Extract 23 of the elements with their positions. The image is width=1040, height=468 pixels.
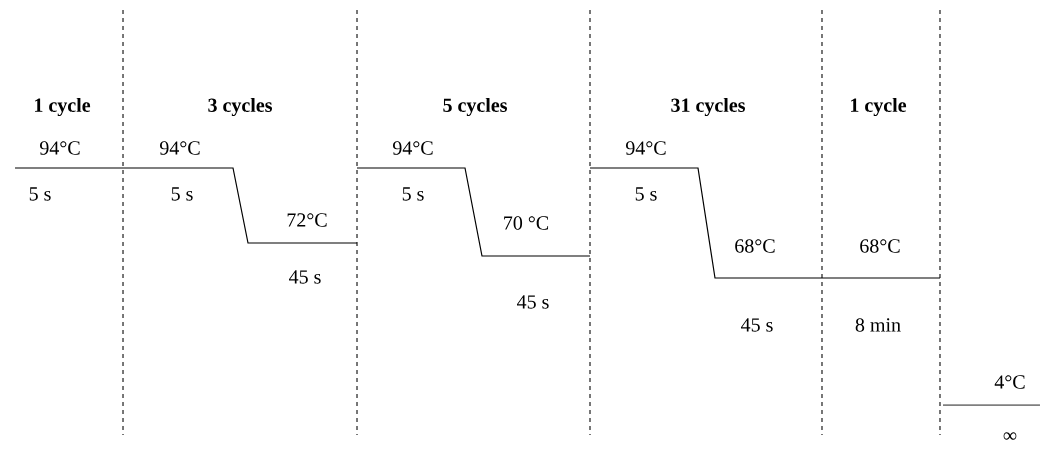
duration-label: 45 s bbox=[289, 270, 321, 284]
cycle-count: 31 cycles bbox=[671, 97, 745, 117]
duration-label: 5 s bbox=[402, 187, 424, 201]
duration-label: ∞ bbox=[1003, 432, 1017, 440]
duration-label: 5 s bbox=[635, 187, 657, 201]
duration-label: 5 s bbox=[29, 187, 51, 201]
duration-label: 8 min bbox=[855, 318, 901, 332]
temperature-label: 72°C bbox=[287, 213, 327, 227]
cycle-count: 1 cycle bbox=[851, 97, 907, 117]
temperature-label: 70 °C bbox=[504, 216, 549, 230]
temperature-label: 94°C bbox=[626, 141, 666, 155]
temperature-label: 94°C bbox=[160, 141, 200, 155]
duration-label: 5 s bbox=[171, 187, 193, 201]
temperature-label: 68°C bbox=[860, 239, 900, 253]
temperature-label: 94°C bbox=[393, 141, 433, 155]
duration-label: 45 s bbox=[741, 318, 773, 332]
duration-label: 45 s bbox=[517, 295, 549, 309]
cycle-count: 1 cycle bbox=[35, 97, 91, 117]
temperature-label: 68°C bbox=[735, 239, 775, 253]
cycle-count: 3 cycles bbox=[208, 97, 272, 117]
temperature-label: 94°C bbox=[40, 141, 80, 155]
cycle-count: 5 cycles bbox=[443, 97, 507, 117]
temperature-label: 4°C bbox=[994, 375, 1025, 389]
